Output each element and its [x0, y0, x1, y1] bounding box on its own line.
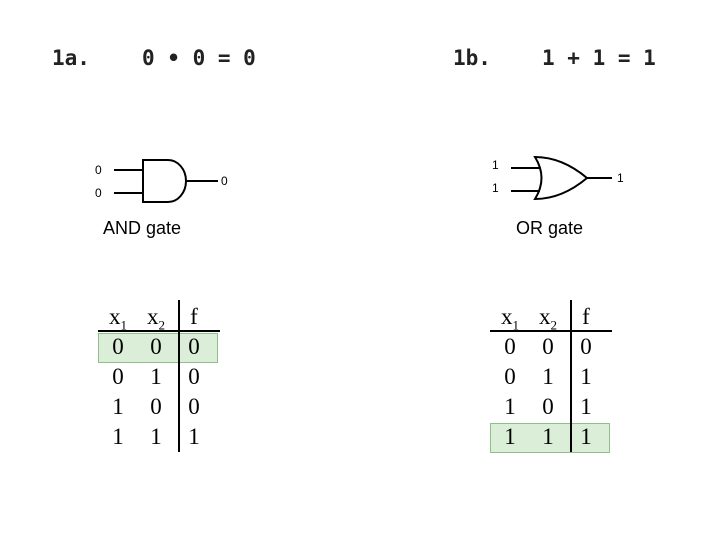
or-table-divider-vertical — [570, 300, 572, 452]
and-gate-symbol — [114, 159, 218, 203]
or-table-header-2: x2 — [539, 304, 557, 333]
or-table-cell: 1 — [504, 424, 516, 449]
or-table-highlight-row — [490, 423, 610, 453]
or-table-header-1: x1 — [501, 304, 519, 333]
or-truth-table: x1 x2 f 0 0 0 0 1 1 1 0 1 1 1 1 — [490, 300, 614, 453]
and-table-cell: 0 — [188, 394, 200, 419]
or-table-cell: 0 — [580, 334, 592, 359]
or-table-cell: 0 — [504, 364, 516, 389]
or-gate-caption: OR gate — [516, 218, 584, 238]
and-table-cell: 0 — [112, 364, 124, 389]
and-table-cell: 0 — [112, 334, 124, 359]
and-table-cell: 0 — [188, 334, 200, 359]
and-input-b-label: 0 — [95, 186, 102, 200]
or-table-cell: 1 — [580, 364, 592, 389]
and-truth-table: x1 x2 f 0 0 0 0 1 0 1 0 0 1 1 1 — [98, 300, 222, 452]
and-table-cell: 1 — [112, 394, 124, 419]
or-gate-symbol — [511, 155, 612, 201]
and-table-highlight-row — [98, 333, 218, 363]
and-table-cell: 1 — [150, 364, 162, 389]
and-table-header-2: x2 — [147, 304, 165, 333]
or-table-header-3: f — [582, 304, 590, 329]
or-table-cell: 1 — [580, 394, 592, 419]
and-table-cell: 0 — [150, 334, 162, 359]
or-table-cell: 1 — [580, 424, 592, 449]
heading-1a-id: 1a. — [52, 46, 90, 70]
or-table-cell: 1 — [542, 364, 554, 389]
and-table-cell: 0 — [150, 394, 162, 419]
and-table-divider-vertical — [178, 300, 180, 452]
heading-1a-expression: 0 • 0 = 0 — [142, 46, 256, 70]
and-input-a-label: 0 — [95, 163, 102, 177]
or-input-a-label: 1 — [492, 158, 499, 172]
or-table-cell: 0 — [542, 394, 554, 419]
or-input-b-label: 1 — [492, 181, 499, 195]
or-table-cell: 1 — [504, 394, 516, 419]
heading-1b-expression: 1 + 1 = 1 — [542, 46, 656, 70]
or-table-divider-horizontal — [490, 330, 612, 332]
and-table-header-1: x1 — [109, 304, 127, 333]
heading-1b-id: 1b. — [453, 46, 491, 70]
and-table-header-3: f — [190, 304, 198, 329]
and-output-label: 0 — [221, 174, 228, 188]
and-table-cell: 0 — [188, 364, 200, 389]
or-output-label: 1 — [617, 171, 624, 185]
and-table-cell: 1 — [150, 424, 162, 449]
and-gate-caption: AND gate — [103, 218, 182, 238]
or-table-cell: 0 — [542, 334, 554, 359]
and-table-divider-horizontal — [98, 330, 220, 332]
or-table-cell: 0 — [504, 334, 516, 359]
or-table-cell: 1 — [542, 424, 554, 449]
and-table-cell: 1 — [188, 424, 200, 449]
and-table-cell: 1 — [112, 424, 124, 449]
